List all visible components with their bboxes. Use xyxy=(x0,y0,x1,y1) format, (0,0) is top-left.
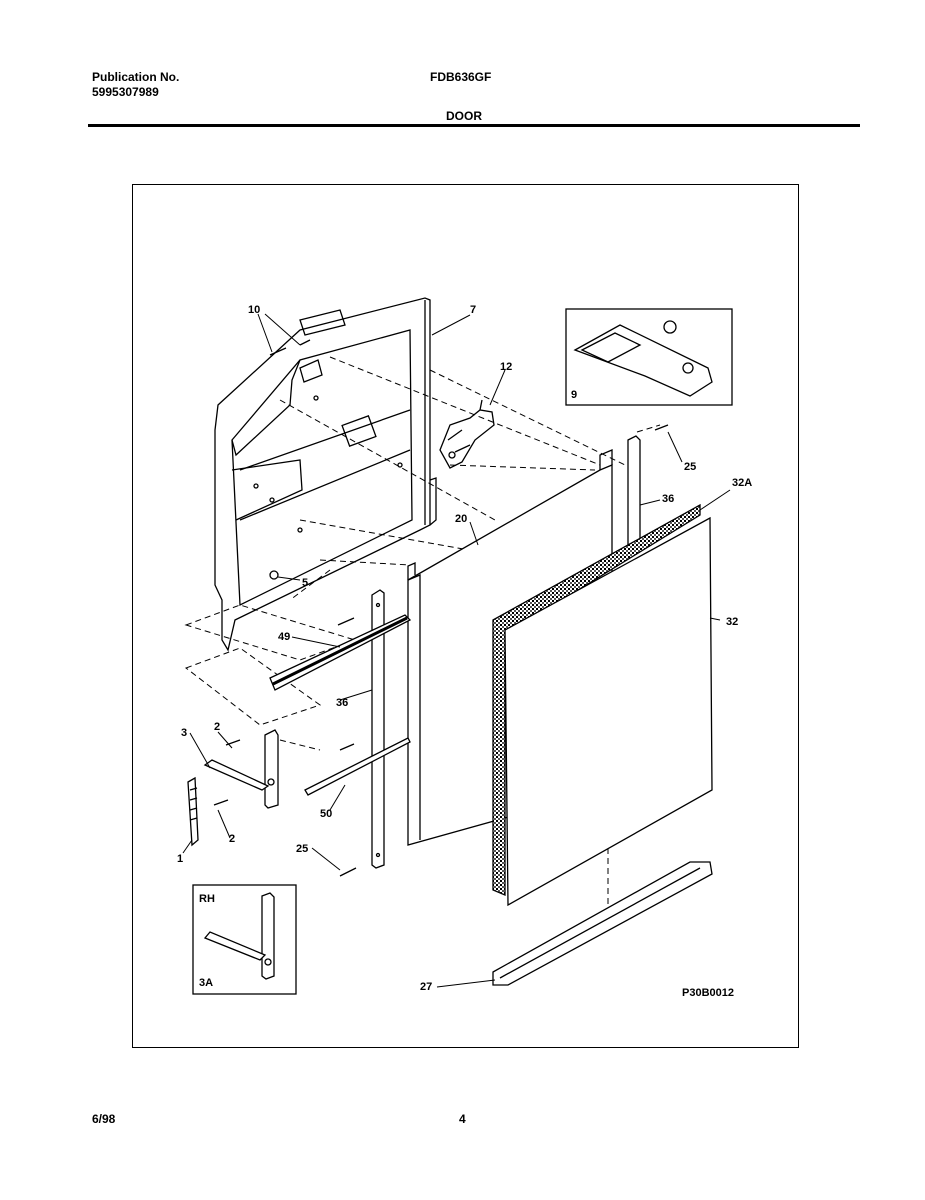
page-number: 4 xyxy=(459,1112,466,1126)
footer-date: 6/98 xyxy=(92,1112,116,1126)
lower-rod xyxy=(304,737,411,796)
rh-hinge-inset xyxy=(192,884,297,995)
callout-9: 9 xyxy=(571,389,577,401)
callout-12: 12 xyxy=(500,361,512,373)
callout-32a: 32A xyxy=(732,477,752,489)
bottom-strip xyxy=(269,614,412,691)
inset-side-label: RH xyxy=(199,893,215,905)
publication-number: 5995307989 xyxy=(92,85,159,99)
callout-3a: 3A xyxy=(199,977,213,989)
callout-10: 10 xyxy=(248,304,260,316)
header-rule xyxy=(88,124,860,127)
door-trim-strips xyxy=(371,435,641,869)
door-front-panel xyxy=(492,503,713,907)
callout-36-top: 36 xyxy=(662,493,674,505)
callout-32: 32 xyxy=(726,616,738,628)
diagram-frame xyxy=(132,184,799,1048)
callout-1: 1 xyxy=(177,853,183,865)
callout-7: 7 xyxy=(470,304,476,316)
door-latch-part xyxy=(439,399,495,469)
callout-2-bottom: 2 xyxy=(229,833,235,845)
dispenser-inset xyxy=(565,308,733,406)
screws xyxy=(269,339,669,877)
callout-25-bottom: 25 xyxy=(296,843,308,855)
callout-5: 5 xyxy=(302,577,308,589)
callout-25-top: 25 xyxy=(684,461,696,473)
publication-label: Publication No. xyxy=(92,70,180,84)
section-title: DOOR xyxy=(446,109,482,123)
kick-plate xyxy=(492,861,713,986)
callout-2-top: 2 xyxy=(214,721,220,733)
inner-door-frame xyxy=(214,297,437,652)
door-hinge xyxy=(187,729,279,847)
callout-49: 49 xyxy=(278,631,290,643)
callout-50: 50 xyxy=(320,808,332,820)
callout-20: 20 xyxy=(455,513,467,525)
drawing-code: P30B0012 xyxy=(682,987,734,999)
model-number: FDB636GF xyxy=(430,70,492,84)
callout-3: 3 xyxy=(181,727,187,739)
callout-36-left: 36 xyxy=(336,697,348,709)
callout-27: 27 xyxy=(420,981,432,993)
